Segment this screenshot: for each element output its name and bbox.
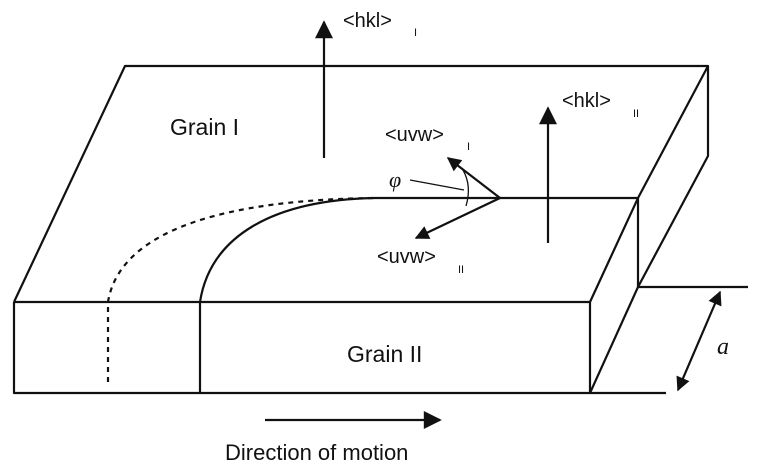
motion-label: Direction of motion <box>225 440 408 465</box>
lower-right-side <box>588 285 748 394</box>
hkl-1-subscript: I <box>414 27 417 39</box>
grain-boundary-dashed <box>106 196 376 382</box>
uvw-1-arrow <box>446 157 501 199</box>
uvw-1-label: <uvw> <box>385 124 444 146</box>
uvw-2-label: <uvw> <box>377 246 436 268</box>
grain-boundary-solid <box>198 196 500 303</box>
hkl-1-label: <hkl> <box>343 10 392 32</box>
phi-pointer <box>409 179 465 191</box>
angle-label: φ <box>389 167 401 192</box>
uvw-1-subscript: I <box>467 141 470 153</box>
slab-outline <box>12 64 748 395</box>
grain-2-label: Grain II <box>347 341 422 367</box>
upper-top-face <box>13 64 710 303</box>
grain-1-label: Grain I <box>170 114 239 140</box>
front-face <box>12 302 666 395</box>
hkl-2-subscript: II <box>633 108 639 120</box>
angle-arc <box>462 169 470 207</box>
uvw-2-arrow <box>414 197 501 239</box>
uvw-2-subscript: II <box>458 264 464 276</box>
hkl-2-label: <hkl> <box>562 90 611 112</box>
step-height-label: a <box>717 334 729 360</box>
step-height-arrow <box>676 290 722 392</box>
front-top-edge <box>14 197 639 304</box>
upper-right-side <box>637 66 710 288</box>
